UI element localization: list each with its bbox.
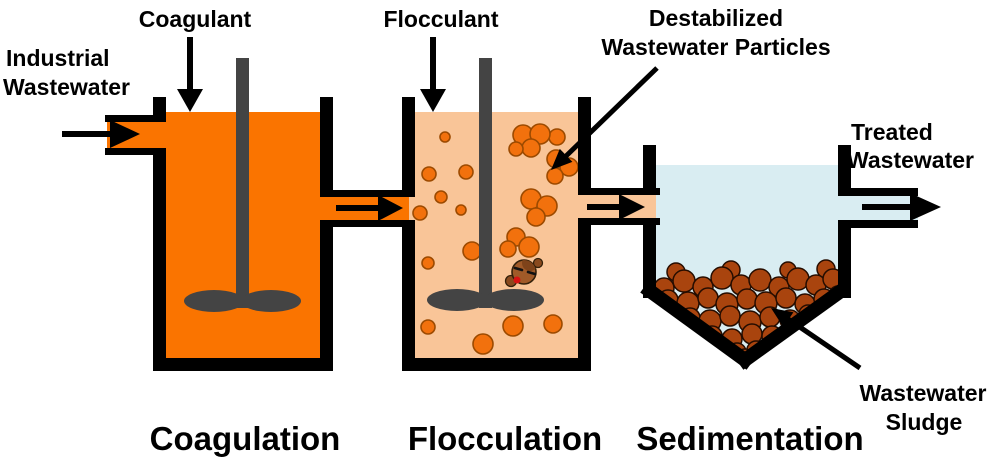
coagulation-tank-walls bbox=[105, 97, 333, 371]
flocculant-label: Flocculant bbox=[383, 6, 498, 32]
sludge-label-line1: Wastewater bbox=[860, 380, 987, 406]
destabilized-particles-label-line1: Destabilized bbox=[649, 5, 783, 31]
outlet-flow-arrow bbox=[862, 193, 941, 221]
destabilized-pointer-arrow bbox=[551, 66, 659, 170]
inlet-flow-arrow bbox=[62, 120, 140, 148]
flocculant-dose-arrow bbox=[420, 37, 446, 112]
destabilized-particles-label-line2: Wastewater Particles bbox=[601, 34, 830, 60]
stage-label-sedimentation: Sedimentation bbox=[636, 420, 863, 457]
sludge-label-line2: Sludge bbox=[886, 409, 963, 435]
monkey-face-particle bbox=[504, 257, 544, 288]
stage-label-flocculation: Flocculation bbox=[408, 420, 602, 457]
flocculation-stirrer bbox=[427, 58, 544, 311]
coagulant-dose-arrow bbox=[177, 37, 203, 112]
sludge-pointer-arrow bbox=[771, 308, 862, 371]
pipe1-flow-arrow bbox=[336, 195, 403, 221]
influent-label-line2: Wastewater bbox=[3, 74, 130, 100]
flocculation-tank-walls bbox=[402, 97, 591, 371]
influent-label-line1: Industrial bbox=[6, 45, 110, 71]
coagulation-stirrer bbox=[184, 58, 301, 312]
effluent-label-line2: Wastewater bbox=[847, 147, 974, 173]
transfer-pipe-1-walls bbox=[320, 190, 415, 227]
coagulant-label: Coagulant bbox=[139, 6, 252, 32]
stage-label-coagulation: Coagulation bbox=[150, 420, 341, 457]
transfer-pipe-2-walls bbox=[578, 188, 660, 225]
effluent-label-line1: Treated bbox=[851, 119, 933, 145]
pipe2-flow-arrow bbox=[587, 194, 645, 220]
sedimentation-tank-walls bbox=[640, 145, 918, 370]
floc-particles bbox=[412, 123, 579, 355]
